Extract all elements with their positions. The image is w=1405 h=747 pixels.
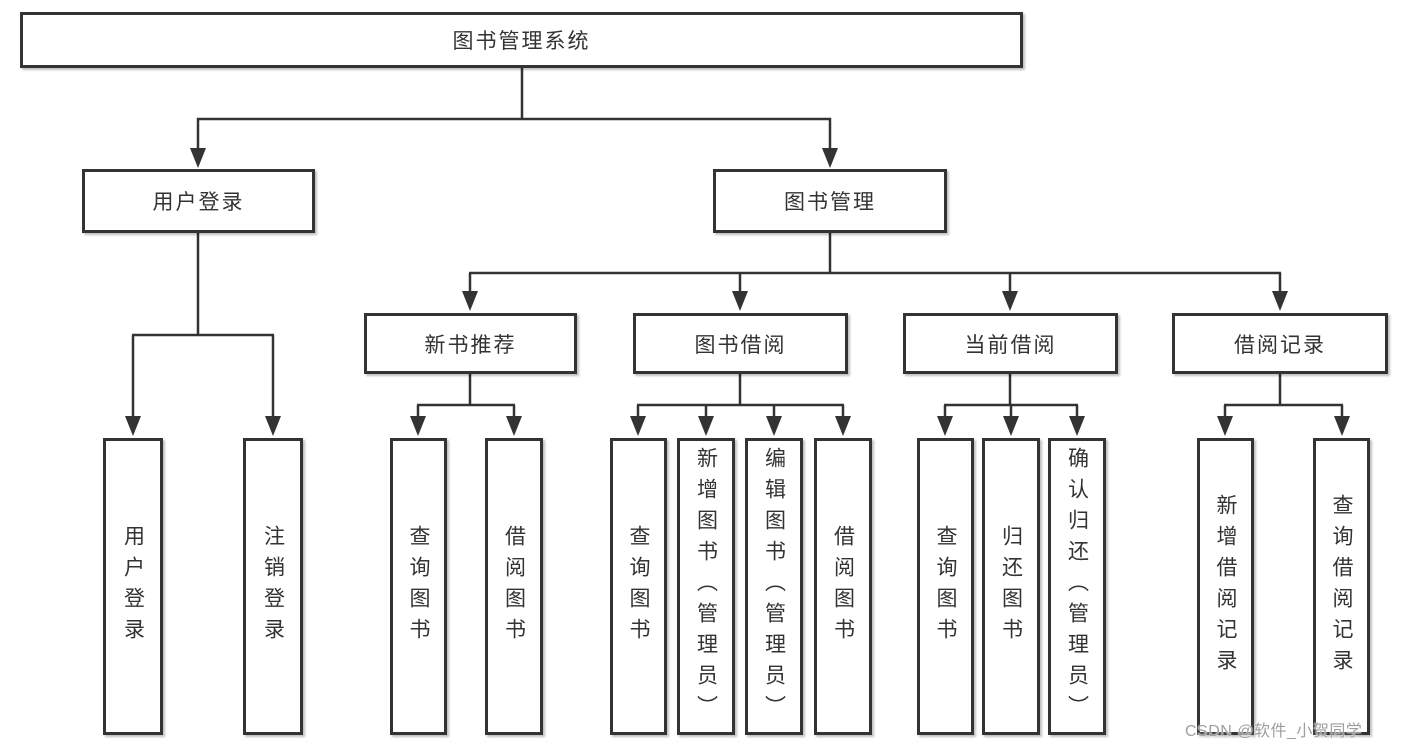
node-new-book-recommend: 新书推荐 bbox=[364, 313, 577, 374]
leaf-borrow-books-label: 借阅图书 bbox=[831, 524, 855, 649]
node-book-borrow-label: 图书借阅 bbox=[694, 333, 787, 357]
leaf-logout: 注销登录 bbox=[243, 438, 303, 735]
leaf-current-query-books-label: 查询图书 bbox=[934, 524, 957, 649]
node-current-borrow: 当前借阅 bbox=[903, 313, 1118, 374]
node-root-label: 图书管理系统 bbox=[452, 30, 591, 53]
csdn-watermark: CSDN @软件_小贺同学 bbox=[1185, 723, 1363, 740]
leaf-borrow-query-books: 查询图书 bbox=[610, 438, 667, 735]
leaf-newbook-borrow-books: 借阅图书 bbox=[485, 438, 543, 735]
node-borrow-records: 借阅记录 bbox=[1172, 313, 1388, 374]
leaf-edit-books-admin: 编辑图书（管理员） bbox=[745, 438, 803, 735]
node-book-management-label: 图书管理 bbox=[784, 191, 876, 214]
leaf-newbook-query-books: 查询图书 bbox=[390, 438, 447, 735]
leaf-add-books-admin: 新增图书（管理员） bbox=[677, 438, 735, 735]
node-borrow-records-label: 借阅记录 bbox=[1234, 333, 1326, 357]
node-current-borrow-label: 当前借阅 bbox=[964, 333, 1057, 357]
node-root-system: 图书管理系统 bbox=[20, 12, 1023, 68]
leaf-add-borrow-record-label: 新增借阅记录 bbox=[1214, 493, 1237, 680]
leaf-return-books: 归还图书 bbox=[982, 438, 1040, 735]
leaf-edit-books-admin-label: 编辑图书（管理员） bbox=[762, 447, 786, 726]
leaf-confirm-return-admin: 确认归还（管理员） bbox=[1048, 438, 1106, 735]
leaf-borrow-query-books-label: 查询图书 bbox=[627, 524, 650, 649]
leaf-borrow-books: 借阅图书 bbox=[814, 438, 872, 735]
leaf-add-books-admin-label: 新增图书（管理员） bbox=[694, 447, 718, 726]
node-new-book-recommend-label: 新书推荐 bbox=[424, 333, 517, 357]
leaf-add-borrow-record: 新增借阅记录 bbox=[1197, 438, 1254, 735]
leaf-newbook-query-books-label: 查询图书 bbox=[407, 524, 430, 649]
node-book-management: 图书管理 bbox=[713, 169, 947, 233]
node-user-login-label: 用户登录 bbox=[152, 191, 245, 214]
leaf-user-login-label: 用户登录 bbox=[121, 524, 145, 649]
leaf-query-borrow-record: 查询借阅记录 bbox=[1313, 438, 1370, 735]
node-book-borrow: 图书借阅 bbox=[633, 313, 848, 374]
leaf-current-query-books: 查询图书 bbox=[917, 438, 974, 735]
node-user-login: 用户登录 bbox=[82, 169, 315, 233]
leaf-logout-label: 注销登录 bbox=[261, 524, 285, 649]
leaf-return-books-label: 归还图书 bbox=[999, 524, 1023, 649]
leaf-newbook-borrow-books-label: 借阅图书 bbox=[502, 524, 526, 649]
leaf-confirm-return-admin-label: 确认归还（管理员） bbox=[1065, 447, 1089, 726]
leaf-query-borrow-record-label: 查询借阅记录 bbox=[1330, 493, 1353, 680]
leaf-user-login: 用户登录 bbox=[103, 438, 163, 735]
